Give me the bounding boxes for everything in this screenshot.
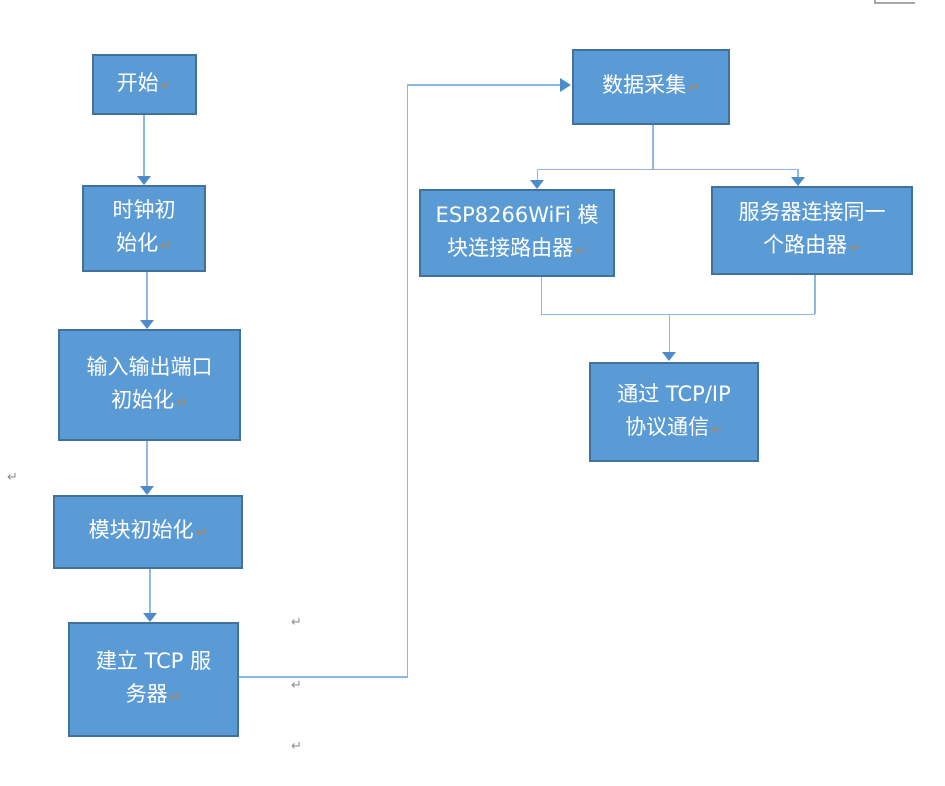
connector-tcpserver-elbow-top (407, 84, 560, 86)
arrowhead-clock-io (140, 320, 154, 329)
paragraph-mark: ↵ (711, 421, 723, 438)
paragraph-mark: ↵ (291, 615, 302, 630)
cropped-box-corner-horizontal (874, 2, 915, 4)
connector-merge-tcpip (668, 314, 670, 353)
connector-start-clock (143, 115, 145, 176)
connector-tcpserver-elbow-bottom (239, 676, 408, 678)
node-clock-init[interactable]: 时钟初 始化↵ (82, 185, 206, 272)
node-module-init[interactable]: 模块初始化↵ (53, 495, 243, 569)
node-tcp-server[interactable]: 建立 TCP 服 务器↵ (68, 622, 239, 737)
connector-module-tcpserver (149, 569, 151, 613)
node-data-collect[interactable]: 数据采集↵ (572, 49, 730, 125)
node-label: 输入输出端口 (86, 354, 213, 379)
paragraph-mark: ↵ (575, 242, 587, 259)
paragraph-mark: ↵ (160, 77, 173, 94)
node-esp-wifi[interactable]: ESP8266WiFi 模 块连接路由器↵ (419, 189, 615, 277)
arrowhead-into-data-collect (560, 78, 571, 92)
arrowhead-branch-esp (530, 180, 544, 189)
node-label: 块连接路由器↵ (447, 235, 587, 260)
node-label: 建立 TCP 服 (95, 649, 212, 673)
node-label: 数据采集↵ (602, 73, 700, 97)
paragraph-mark: ↵ (291, 678, 302, 693)
node-label: 服务器连接同一 (738, 200, 886, 224)
node-tcpip-comm[interactable]: 通过 TCP/IP 协议通信↵ (589, 362, 759, 462)
node-label: ESP8266WiFi 模 (435, 202, 599, 227)
paragraph-mark: ↵ (160, 238, 172, 254)
paragraph-mark: ↵ (291, 739, 302, 754)
node-label: 时钟初 (112, 198, 176, 222)
node-label: 个路由器↵ (763, 233, 861, 257)
connector-branch-bar (537, 168, 798, 170)
connector-esp-merge (540, 277, 542, 314)
node-label: 务器↵ (125, 682, 182, 706)
node-label: 模块初始化↵ (88, 518, 208, 542)
connector-server-merge (814, 275, 816, 314)
node-start[interactable]: 开始↵ (92, 54, 197, 115)
connector-branch-server (797, 169, 799, 178)
arrowhead-merge-tcpip (662, 352, 676, 361)
connector-branch-esp (536, 169, 538, 181)
node-label: 初始化↵ (111, 387, 188, 412)
paragraph-mark: ↵ (688, 80, 700, 96)
connector-datacollect-stem (652, 125, 654, 169)
paragraph-mark: ↵ (176, 394, 188, 411)
node-label: 通过 TCP/IP (617, 381, 731, 406)
node-label: 协议通信↵ (625, 414, 723, 439)
node-label: 始化↵ (116, 231, 172, 255)
arrowhead-start-clock (137, 176, 151, 185)
node-io-init[interactable]: 输入输出端口 初始化↵ (58, 329, 241, 441)
arrowhead-io-module (140, 486, 154, 495)
connector-tcpserver-elbow-vertical (406, 84, 408, 677)
paragraph-mark: ↵ (195, 525, 208, 541)
connector-clock-io (146, 272, 148, 320)
paragraph-mark: ↵ (7, 470, 18, 485)
arrowhead-module-tcpserver (143, 613, 157, 622)
paragraph-mark: ↵ (169, 689, 182, 705)
cropped-box-corner-vertical (874, 0, 876, 4)
paragraph-mark: ↵ (849, 240, 861, 256)
node-server-router[interactable]: 服务器连接同一 个路由器↵ (711, 186, 913, 275)
connector-io-module (146, 441, 148, 486)
arrowhead-branch-server (791, 177, 805, 186)
connector-merge-bar (541, 313, 815, 315)
node-label: 开始↵ (116, 70, 173, 95)
